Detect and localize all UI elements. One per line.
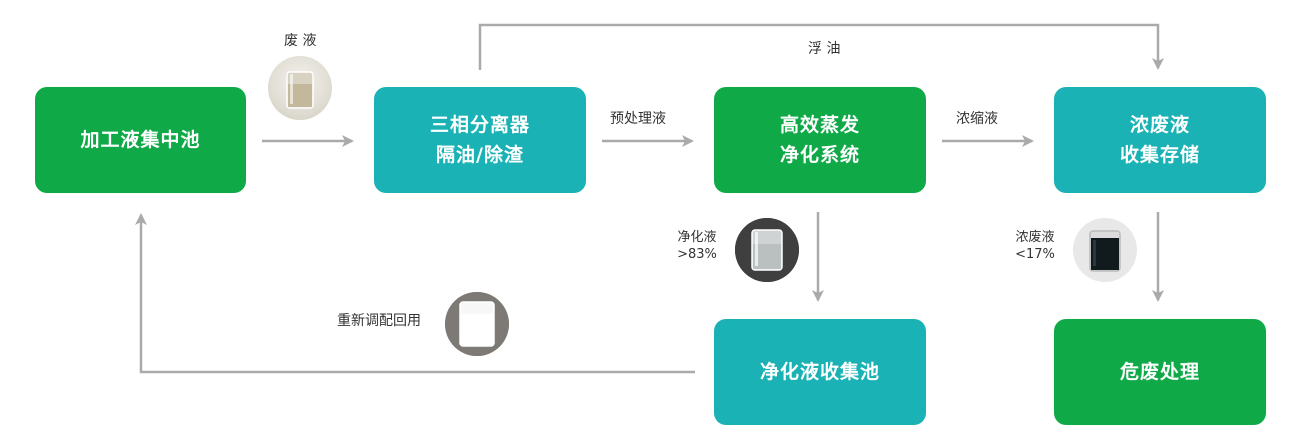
label-concentrate: 浓缩液 — [956, 111, 998, 127]
label-reuse: 重新调配回用 — [337, 313, 421, 329]
arrow-floating-oil — [478, 23, 1164, 70]
label-pretreated-liquid: 预处理液 — [610, 111, 666, 127]
node-concentrate-storage: 浓废液 收集存储 — [1054, 87, 1266, 193]
concentrate-beaker-image — [1073, 218, 1137, 282]
waste-liquid-beaker-image — [268, 56, 332, 120]
clean-liquid-beaker-image — [735, 218, 799, 282]
label-floating-oil: 浮 油 — [808, 41, 841, 57]
node-label-line1: 三相分离器 — [429, 114, 530, 136]
node-clean-liquid-pool: 净化液收集池 — [714, 319, 926, 425]
label-clean-liquid-percent: >83% — [677, 247, 717, 262]
label-waste-concentrate-name: 浓废液 — [1015, 230, 1055, 245]
node-label-line2: 隔油/除渣 — [436, 144, 524, 166]
node-label: 加工液集中池 — [80, 129, 201, 151]
label-waste-liquid: 废 液 — [284, 33, 317, 49]
node-label: 净化液收集池 — [759, 361, 880, 383]
label-waste-concentrate: 浓废液 <17% — [1002, 229, 1068, 263]
node-label-line2: 净化系统 — [779, 144, 860, 166]
node-label-line1: 浓废液 — [1129, 114, 1190, 136]
label-waste-concentrate-percent: <17% — [1015, 247, 1055, 262]
label-clean-liquid-name: 净化液 — [677, 230, 717, 245]
node-label: 危废处理 — [1119, 361, 1200, 383]
reuse-liquid-beaker-image — [445, 292, 509, 356]
arrow-reuse-return — [135, 213, 695, 374]
node-hazardous-waste: 危废处理 — [1054, 319, 1266, 425]
node-label-line1: 高效蒸发 — [779, 114, 860, 136]
node-processing-fluid-pool: 加工液集中池 — [35, 87, 246, 193]
node-label-line2: 收集存储 — [1119, 144, 1200, 166]
node-three-phase-separator: 三相分离器 隔油/除渣 — [374, 87, 586, 193]
node-evaporation-system: 高效蒸发 净化系统 — [714, 87, 926, 193]
label-clean-liquid: 净化液 >83% — [664, 229, 730, 263]
